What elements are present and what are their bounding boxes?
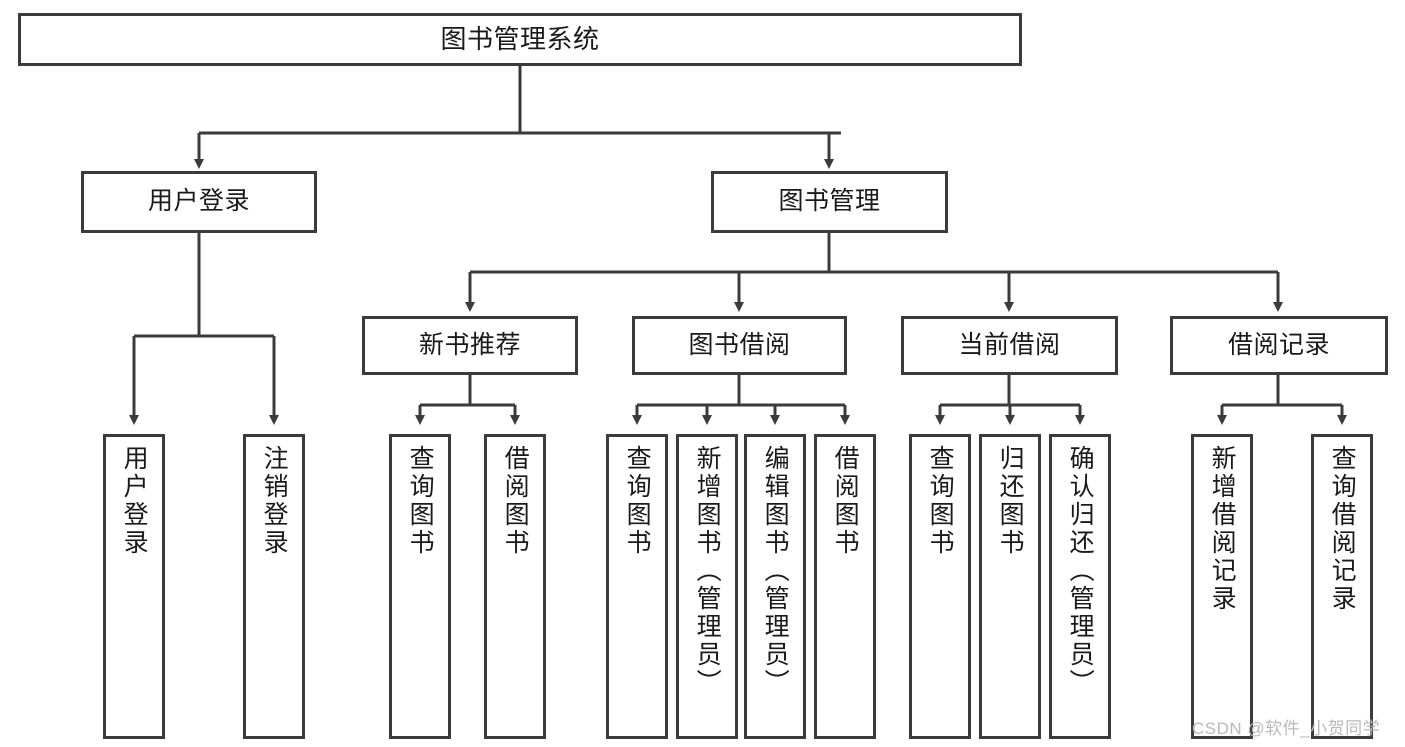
node-label: 新书推荐 xyxy=(418,330,521,359)
node-user-login[interactable]: 用户登录 xyxy=(81,171,317,233)
node-label: 图书管理系统 xyxy=(440,24,600,55)
node-label: 查询借阅记录 xyxy=(1328,445,1357,613)
leaf-record-query-borrow-record[interactable]: 查询借阅记录 xyxy=(1311,434,1373,739)
node-label: 确认归还（管理员） xyxy=(1066,445,1095,697)
node-label: 用户登录 xyxy=(147,187,250,216)
node-label: 归还图书 xyxy=(996,445,1025,557)
node-label: 新增图书（管理员） xyxy=(693,445,722,697)
node-label: 查询图书 xyxy=(926,445,955,557)
node-borrow-record[interactable]: 借阅记录 xyxy=(1170,316,1388,375)
leaf-borrow-add-book-admin[interactable]: 新增图书（管理员） xyxy=(676,434,738,739)
node-label: 借阅图书 xyxy=(501,445,530,557)
leaf-record-add-borrow-record[interactable]: 新增借阅记录 xyxy=(1191,434,1253,739)
leaf-user-logout[interactable]: 注销登录 xyxy=(243,434,305,739)
node-label: 新增借阅记录 xyxy=(1208,445,1237,613)
leaf-borrow-lend-book[interactable]: 借阅图书 xyxy=(814,434,876,739)
leaf-current-confirm-return-admin[interactable]: 确认归还（管理员） xyxy=(1049,434,1111,739)
node-label: 用户登录 xyxy=(120,445,149,557)
node-label: 注销登录 xyxy=(260,445,289,557)
leaf-current-query-book[interactable]: 查询图书 xyxy=(909,434,971,739)
leaf-borrow-edit-book-admin[interactable]: 编辑图书（管理员） xyxy=(744,434,806,739)
leaf-user-login[interactable]: 用户登录 xyxy=(103,434,165,739)
node-label: 编辑图书（管理员） xyxy=(761,445,790,697)
leaf-newbook-borrow-book[interactable]: 借阅图书 xyxy=(484,434,546,739)
node-book-borrow[interactable]: 图书借阅 xyxy=(632,316,847,375)
node-root-library-system[interactable]: 图书管理系统 xyxy=(18,13,1022,66)
node-new-book-recommend[interactable]: 新书推荐 xyxy=(362,316,578,375)
node-label: 借阅图书 xyxy=(831,445,860,557)
node-label: 图书管理 xyxy=(778,187,881,216)
node-current-borrow[interactable]: 当前借阅 xyxy=(901,316,1118,375)
leaf-borrow-query-book[interactable]: 查询图书 xyxy=(606,434,668,739)
node-label: 图书借阅 xyxy=(688,330,791,359)
node-label: 借阅记录 xyxy=(1227,330,1330,359)
node-label: 当前借阅 xyxy=(958,330,1061,359)
leaf-newbook-query-book[interactable]: 查询图书 xyxy=(389,434,451,739)
node-label: 查询图书 xyxy=(406,445,435,557)
node-label: 查询图书 xyxy=(623,445,652,557)
node-book-management[interactable]: 图书管理 xyxy=(711,171,948,233)
leaf-current-return-book[interactable]: 归还图书 xyxy=(979,434,1041,739)
